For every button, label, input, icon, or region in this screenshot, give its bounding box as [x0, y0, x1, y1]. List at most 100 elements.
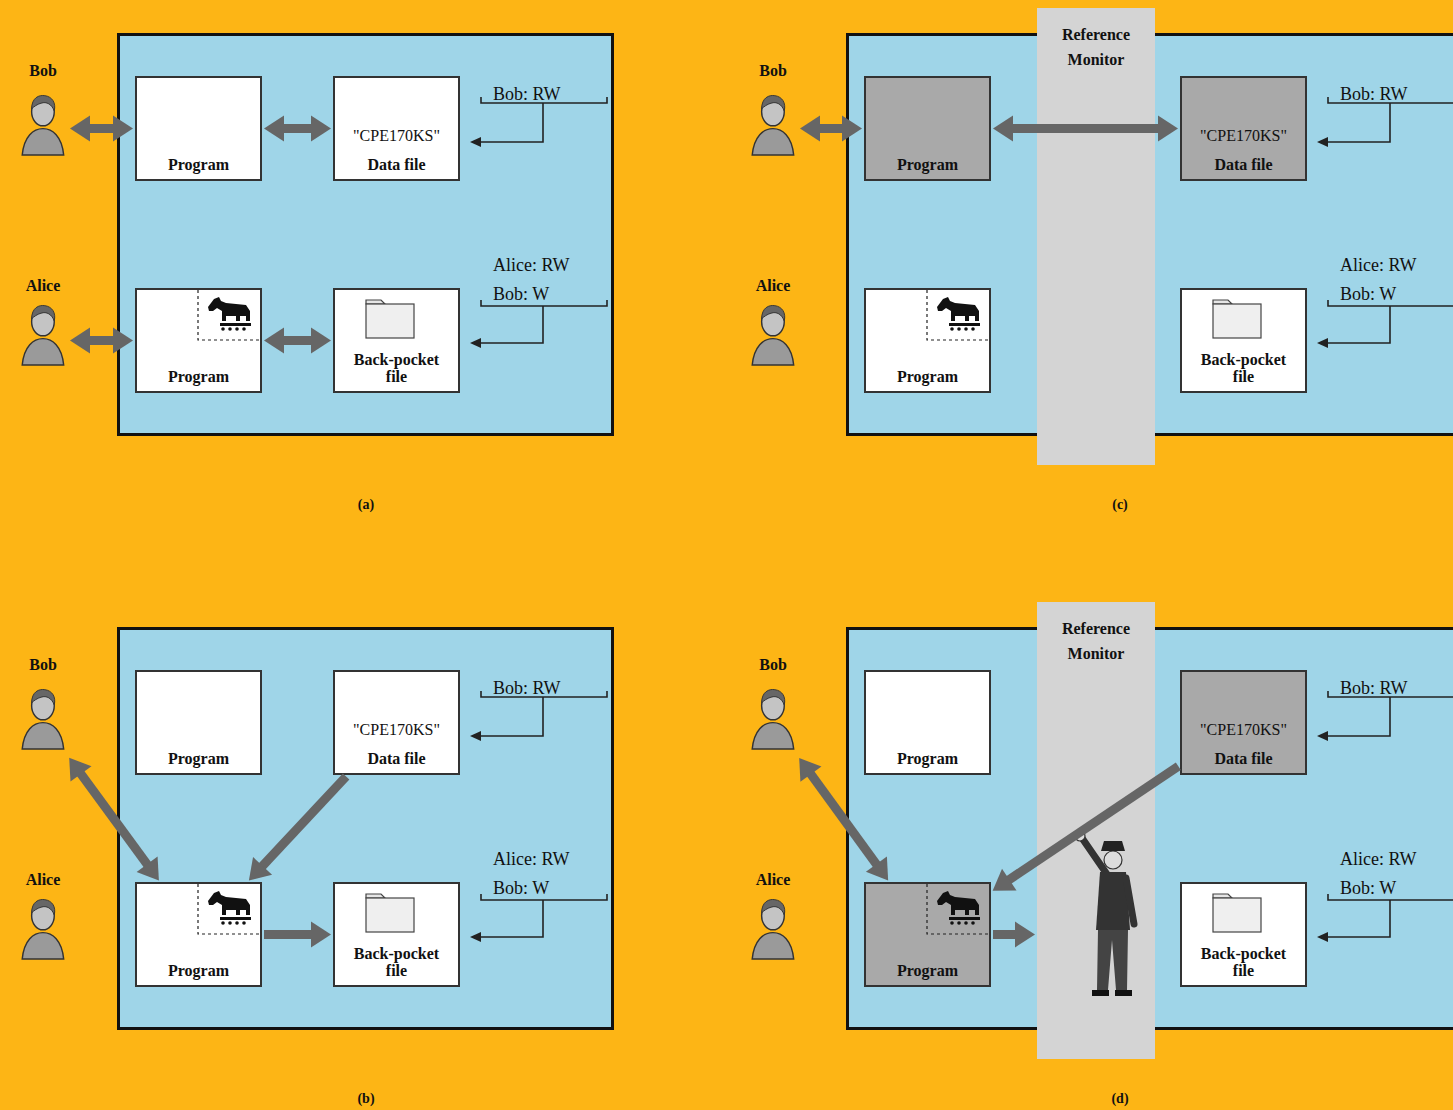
box-label: Data file	[367, 750, 425, 768]
access-right: Bob: RW	[493, 678, 561, 699]
arrow-shaft	[282, 124, 313, 133]
person-icon	[752, 899, 793, 959]
box-label: Back-pocket file	[347, 351, 447, 386]
arrowhead	[69, 758, 91, 782]
trojan-horse-icon	[937, 891, 980, 925]
trojan-horse-icon	[208, 297, 251, 331]
box-label: Program	[897, 368, 958, 386]
box-label: Back-pocket file	[347, 945, 447, 980]
bracket-arrowhead	[1317, 932, 1328, 942]
access-bracket-group	[1317, 97, 1453, 348]
person-icon	[752, 305, 793, 365]
user-name: Bob	[759, 62, 787, 80]
bracket-arrowhead	[470, 338, 481, 348]
file-content: "CPE170KS"	[1200, 127, 1287, 145]
access-right: Bob: W	[493, 878, 549, 899]
flow-arrow	[993, 922, 1035, 948]
flow-arrow	[69, 758, 159, 881]
flow-arrow	[800, 116, 862, 142]
access-bracket	[478, 894, 607, 937]
arrow-shaft	[88, 336, 115, 345]
arrow-shaft	[80, 772, 148, 866]
panel-caption: (a)	[358, 497, 374, 513]
user-name: Alice	[756, 277, 791, 295]
trojan-outline	[927, 290, 989, 340]
box-label: Program	[897, 156, 958, 174]
arrow-shaft	[993, 930, 1017, 939]
folder-icon	[1213, 894, 1261, 932]
arrowhead	[993, 116, 1013, 142]
access-bracket	[1325, 894, 1453, 937]
person-icon	[752, 95, 793, 155]
arrowhead	[866, 857, 888, 881]
bracket-arrowhead	[470, 731, 481, 741]
access-right: Bob: RW	[1340, 678, 1408, 699]
arrow-shaft	[810, 773, 878, 866]
arrowhead	[311, 328, 331, 354]
person-icon	[752, 689, 793, 749]
access-right: Bob: W	[1340, 284, 1396, 305]
access-bracket	[478, 300, 607, 343]
box-label: Back-pocket file	[1194, 351, 1294, 386]
arrowhead	[1015, 922, 1035, 948]
arrowhead	[264, 328, 284, 354]
arrowhead	[70, 116, 90, 142]
trojan-horse-icon	[208, 891, 251, 925]
arrow-shaft	[264, 930, 313, 939]
flow-arrow	[264, 922, 331, 948]
user-name: Alice	[26, 277, 61, 295]
panel-caption: (b)	[357, 1091, 374, 1107]
flow-arrow	[70, 328, 133, 354]
box-label: Program	[168, 368, 229, 386]
bracket-arrowhead	[1317, 731, 1328, 741]
person-icons	[22, 95, 793, 959]
box-label: Program	[168, 962, 229, 980]
person-icon	[22, 899, 63, 959]
trojan-marks	[198, 290, 989, 934]
access-bracket-group	[470, 691, 607, 942]
program-box: Program	[864, 670, 991, 775]
band-title: Reference Monitor	[1041, 616, 1151, 666]
folder-icon	[366, 894, 414, 932]
arrowhead	[993, 869, 1017, 891]
box-label: Data file	[367, 156, 425, 174]
arrowhead	[70, 328, 90, 354]
access-bracket	[1325, 300, 1453, 343]
access-right: Alice: RW	[493, 255, 569, 276]
program-box: Program	[135, 670, 262, 775]
box-label: Data file	[1214, 750, 1272, 768]
policeman-icon	[1075, 831, 1134, 996]
person-icon	[22, 95, 63, 155]
trojan-outline	[927, 884, 989, 934]
arrowhead	[1158, 116, 1178, 142]
folder-icons	[366, 300, 1261, 932]
program-box: Program	[864, 76, 991, 181]
arrowhead	[113, 116, 133, 142]
flow-arrow	[70, 116, 133, 142]
access-right: Alice: RW	[493, 849, 569, 870]
arrow-shaft	[1008, 766, 1179, 881]
data-file-box: "CPE170KS" Data file	[333, 76, 460, 181]
bracket-arrowhead	[470, 137, 481, 147]
arrowhead	[842, 116, 862, 142]
bracket-arrowhead	[1317, 137, 1328, 147]
user-name: Bob	[29, 656, 57, 674]
data-file-box: "CPE170KS" Data file	[1180, 76, 1307, 181]
access-right: Bob: RW	[493, 84, 561, 105]
box-label: Back-pocket file	[1194, 945, 1294, 980]
user-name: Bob	[29, 62, 57, 80]
access-list-brackets	[470, 97, 1453, 942]
arrowhead	[264, 116, 284, 142]
user-name: Alice	[756, 871, 791, 889]
person-icon	[22, 305, 63, 365]
arrow-shaft	[1011, 124, 1160, 133]
file-content: "CPE170KS"	[353, 127, 440, 145]
box-label: Program	[897, 962, 958, 980]
flow-arrow	[264, 116, 331, 142]
trojan-outline	[198, 884, 260, 934]
box-label: Data file	[1214, 156, 1272, 174]
arrowhead	[799, 758, 821, 782]
